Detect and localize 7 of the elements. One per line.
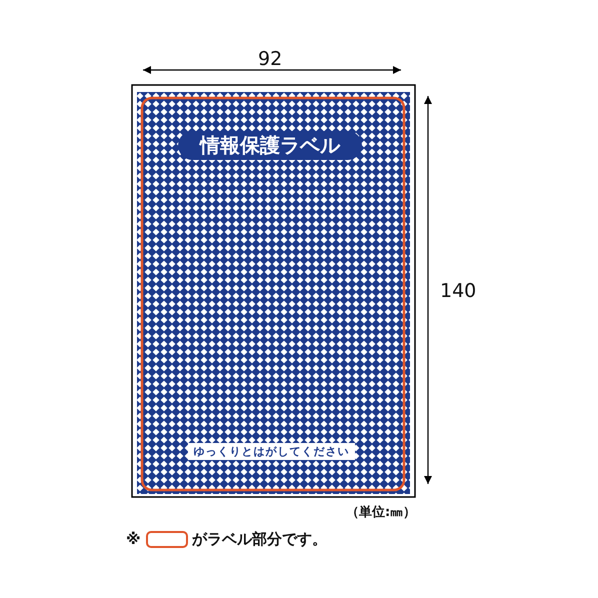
dimension-label: 92 — [258, 48, 282, 70]
note-mark: ※ — [126, 530, 141, 548]
instruction-box: ゆっくりとはがしてください — [188, 443, 355, 460]
title-banner: 情報保護ラベル — [178, 131, 362, 160]
legend-text: がラベル部分です。 — [192, 530, 327, 549]
unit-note: （単位:㎜） — [346, 504, 416, 521]
dimension-label: 140 — [440, 280, 476, 302]
